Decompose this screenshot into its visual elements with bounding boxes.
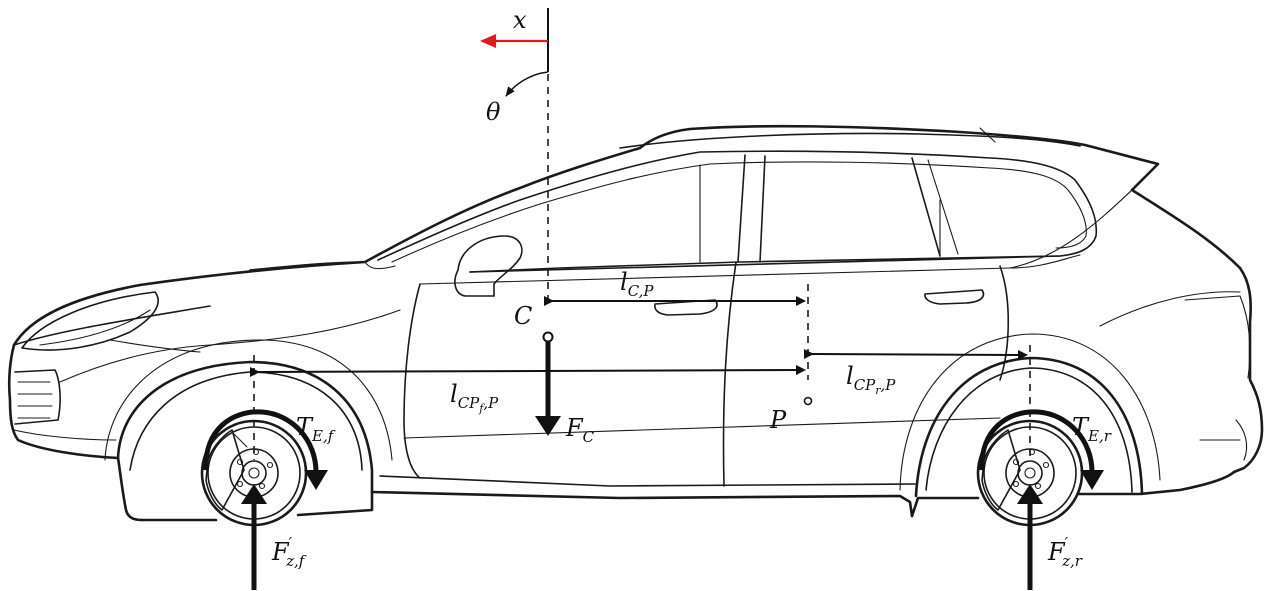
- torque-tef-arrow: [203, 409, 328, 490]
- label-f-z-r: F′z,r: [1047, 534, 1083, 570]
- theta-rotation-arrow: [505, 71, 549, 97]
- label-l-cpr-p: lCPr,P: [846, 362, 896, 397]
- point-p: [803, 396, 813, 406]
- label-l-cpf-p: lCPf,P: [450, 380, 499, 415]
- label-c: C: [514, 302, 532, 330]
- label-p: P: [769, 406, 787, 434]
- dimension-l-cpf-p: [249, 365, 806, 378]
- label-t-e-f: TE,f: [296, 413, 336, 445]
- torque-ter-arrow: [979, 409, 1104, 490]
- point-c: [542, 331, 554, 343]
- label-t-e-r: TE,r: [1072, 413, 1112, 445]
- label-l-c-p: lC,P: [620, 268, 654, 300]
- label-theta: θ: [486, 98, 501, 126]
- dimension-l-cpr-p: [803, 348, 1028, 360]
- label-f-z-f: F′z,f: [271, 534, 307, 570]
- label-f-c: FC: [565, 414, 595, 446]
- label-x: x: [513, 6, 527, 34]
